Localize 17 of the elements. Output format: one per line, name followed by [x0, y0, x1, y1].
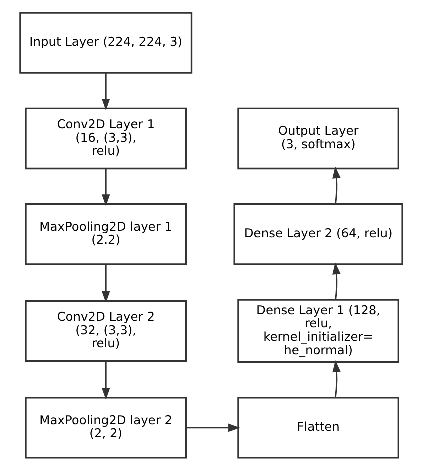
node-box: Input Layer (224, 224, 3) [20, 12, 193, 74]
arrow [332, 166, 341, 204]
arrow [102, 264, 110, 304]
arrow [332, 360, 341, 398]
node-box: Conv2D Layer 2 (32, (3,3), relu) [25, 300, 188, 362]
arrow [102, 362, 110, 400]
node-box: Conv2D Layer 1 (16, (3,3), relu) [25, 108, 188, 170]
arrow [332, 262, 341, 300]
node-box: Output Layer (3, softmax) [238, 108, 400, 170]
node-box: MaxPooling2D layer 1 (2.2) [25, 204, 188, 266]
node-box: Flatten [238, 397, 400, 459]
node-box: MaxPooling2D layer 2 (2, 2) [25, 397, 188, 459]
node-box: Dense Layer 2 (64, relu) [234, 204, 404, 266]
node-box: Dense Layer 1 (128, relu, kernel_initializer= he_normal) [238, 299, 400, 364]
arrow [186, 424, 240, 432]
arrow [102, 73, 110, 111]
arrow [102, 168, 110, 206]
